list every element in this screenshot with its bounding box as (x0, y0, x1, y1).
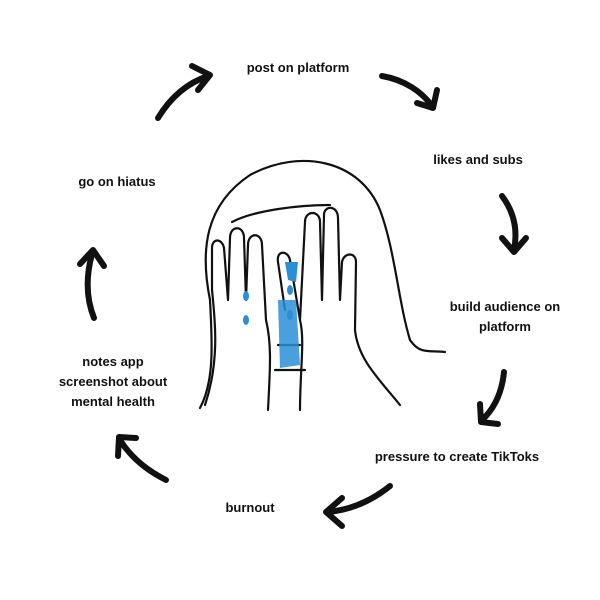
tear-patch (285, 262, 298, 282)
arrow-icon (115, 434, 169, 483)
step-post-on-platform: post on platform (246, 60, 350, 75)
step-notes-app: notes app screenshot about mental health (59, 352, 167, 412)
step-line: build audience on (449, 299, 561, 314)
step-line: mental health (71, 394, 155, 409)
tear-drop (243, 291, 249, 301)
tear-drop (287, 285, 293, 295)
arrow-icon (323, 483, 393, 529)
arrow-icon (379, 73, 440, 111)
right-hand (276, 206, 402, 412)
arrow-icon (499, 193, 529, 255)
arrow-icon (477, 369, 507, 427)
step-line: platform (478, 319, 531, 334)
cycle-arrows (77, 63, 529, 529)
arrow-icon (155, 63, 213, 121)
step-burnout: burnout (225, 500, 275, 515)
step-line: notes app (82, 354, 144, 369)
step-line: screenshot about (58, 374, 168, 389)
tears (243, 262, 300, 368)
forehead (230, 203, 332, 224)
tear-drop (243, 315, 249, 325)
step-pressure-tiktoks: pressure to create TikToks (374, 449, 540, 464)
step-go-on-hiatus: go on hiatus (78, 174, 156, 189)
head-outline (198, 159, 447, 410)
step-build-audience: build audience on platform (450, 297, 561, 337)
arrow-icon (77, 247, 107, 321)
step-likes-and-subs: likes and subs (433, 152, 523, 167)
left-hand (203, 227, 272, 412)
tear-drop (287, 310, 293, 320)
crying-person-illustration (198, 159, 447, 412)
tear-stream (278, 300, 300, 368)
